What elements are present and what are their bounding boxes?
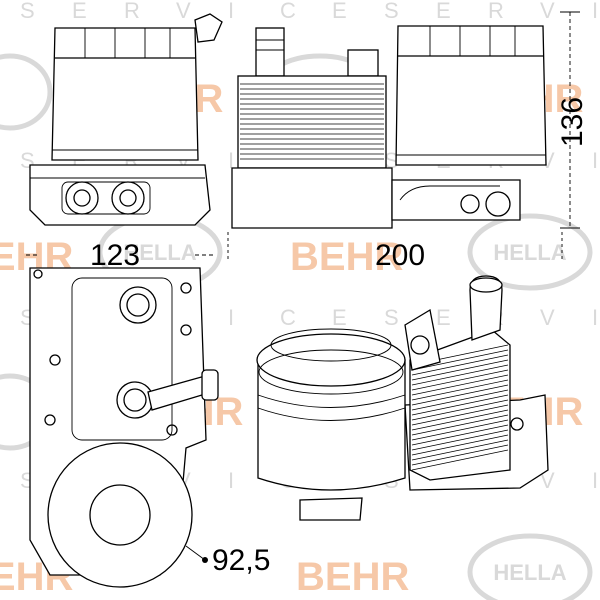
service-watermark-letter: V [540, 468, 555, 493]
dimension-width-side: 200 [375, 239, 425, 272]
dimension-diameter: 92,5 [212, 544, 270, 577]
service-watermark-letter: E [436, 0, 451, 23]
service-watermark-letter: E [332, 0, 347, 23]
behr-watermark: BEHR [290, 235, 403, 279]
dimension-annotations: 123 200 136 92,5 [26, 11, 589, 577]
isometric-drawing [256, 275, 549, 521]
service-watermark-letter: S [384, 305, 399, 330]
behr-watermark: BEHR [296, 555, 409, 599]
service-watermark-letter: I [592, 468, 598, 493]
service-watermark-letter: S [384, 148, 399, 173]
service-watermark-letter: I [228, 468, 234, 493]
service-watermark-letter: I [592, 0, 598, 23]
top-view-drawing [29, 267, 219, 588]
service-watermark-letter: C [280, 305, 296, 330]
service-watermark-letter: E [332, 305, 347, 330]
service-watermark-letter: I [228, 148, 234, 173]
service-watermark-letter: I [228, 305, 234, 330]
dimension-height: 136 [556, 97, 589, 147]
svg-text:HELLA: HELLA [123, 240, 196, 265]
service-watermark-letter: I [592, 148, 598, 173]
hella-watermark: HELLA [467, 213, 593, 291]
service-watermark-letter: S [20, 0, 35, 23]
service-watermark-letter: E [72, 0, 87, 23]
service-watermark-letter: I [592, 305, 598, 330]
service-watermark-letter: S [384, 0, 399, 23]
hella-watermark: HELLA [467, 533, 593, 600]
service-watermark-letter: R [124, 0, 140, 23]
side-view-drawing [231, 25, 547, 229]
service-watermark-letter: V [176, 0, 191, 23]
cooler-fins [240, 83, 384, 160]
service-watermark-letter: C [280, 0, 296, 23]
service-watermark-letter: V [540, 305, 555, 330]
isometric-cooler-fins [411, 344, 509, 471]
svg-text:HELLA: HELLA [493, 240, 566, 265]
front-view-drawing [29, 13, 223, 226]
service-watermark-letter: R [488, 0, 504, 23]
hella-watermark [0, 53, 53, 131]
service-watermark-letter: V [540, 0, 555, 23]
service-watermark-letter: E [436, 305, 451, 330]
svg-text:HELLA: HELLA [493, 560, 566, 585]
service-watermark-letter: I [228, 0, 234, 23]
dimension-width-front: 123 [90, 239, 140, 272]
